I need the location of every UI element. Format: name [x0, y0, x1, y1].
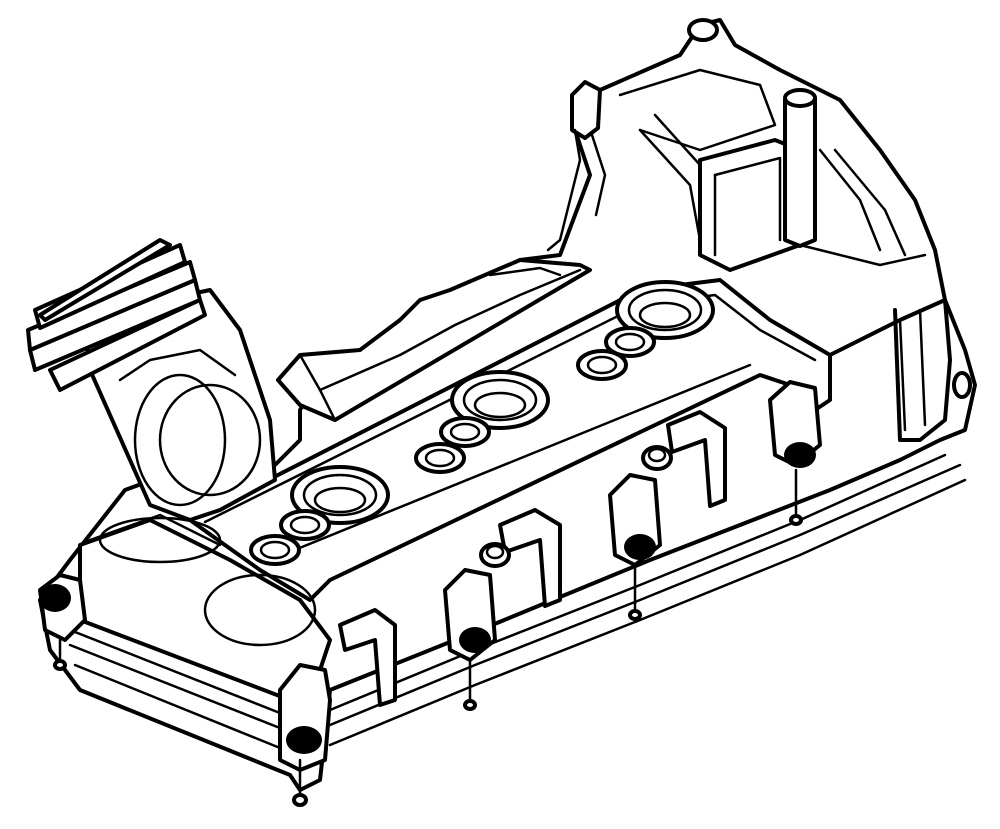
plug-well-3: [576, 280, 715, 381]
baffle-strip: [276, 258, 592, 422]
left-end-cap: [78, 513, 332, 702]
filler-cap: [26, 238, 207, 392]
cover-body: [38, 18, 977, 792]
oil-filler-neck: [26, 238, 277, 522]
bolt-6: [479, 542, 511, 568]
plug-well-2: [414, 370, 550, 474]
bolts: [39, 18, 972, 807]
bolt-9: [687, 18, 719, 42]
plug-well-1: [249, 465, 390, 566]
clip-tabs: [338, 410, 727, 707]
bolt-4: [784, 442, 816, 526]
bolt-7: [641, 445, 673, 471]
spark-plug-wells: [249, 280, 715, 566]
bolt-2: [459, 627, 491, 711]
breather-fitting: [546, 80, 607, 252]
bolt-5: [39, 584, 71, 671]
bolt-8: [952, 371, 972, 399]
bolt-3: [624, 534, 656, 621]
bolt-1: [286, 726, 322, 807]
